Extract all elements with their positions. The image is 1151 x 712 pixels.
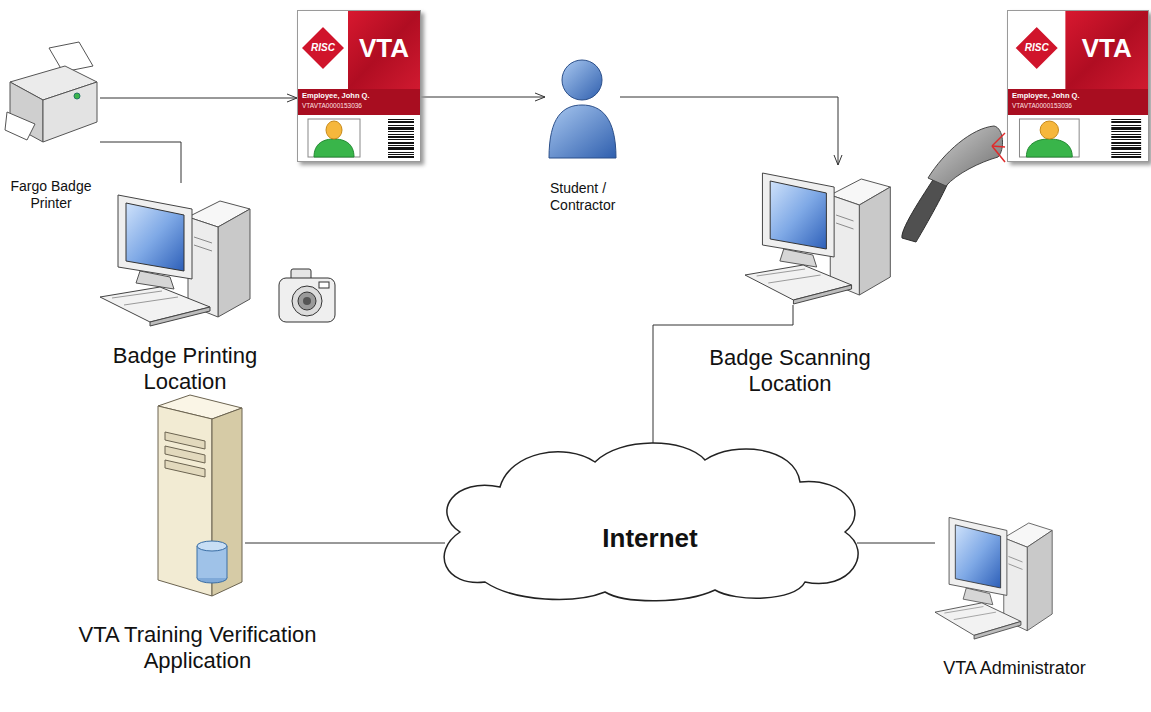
id-badge: RISC VTA Employee, John Q. VTAVTA0000153036 bbox=[1007, 10, 1149, 162]
cloud-label: Internet bbox=[425, 523, 875, 554]
holder-name: Employee, John Q. bbox=[302, 91, 416, 100]
icon bbox=[935, 510, 1060, 640]
location-label: Badge Scanning Location bbox=[700, 345, 880, 398]
id-badge: RISC VTA Employee, John Q. VTAVTA0000153036 bbox=[297, 10, 421, 162]
badge-number: VTAVTA0000153036 bbox=[302, 102, 416, 110]
icon bbox=[5, 40, 100, 160]
location-label: Badge Printing Location bbox=[90, 343, 280, 396]
server-icon: VTA Training Verification Application bbox=[150, 390, 245, 602]
badge-title: VTA bbox=[348, 33, 420, 64]
badge-title: VTA bbox=[1065, 33, 1148, 64]
holder-name: Employee, John Q. bbox=[1012, 91, 1144, 100]
logo-text: RISC bbox=[302, 42, 344, 54]
workstation: VTA Administrator bbox=[935, 510, 1060, 640]
person-icon: Student / Contractor bbox=[545, 55, 620, 160]
workstation: Badge Scanning Location bbox=[745, 165, 900, 305]
icon bbox=[745, 165, 900, 305]
connector bbox=[100, 98, 297, 99]
internet-cloud: Internet bbox=[425, 432, 875, 604]
printer-icon: Fargo Badge Printer bbox=[5, 40, 100, 160]
logo-text: RISC bbox=[1013, 42, 1061, 54]
role-label: Student / Contractor bbox=[550, 180, 632, 214]
connector bbox=[100, 142, 181, 183]
icon bbox=[150, 390, 245, 602]
connector bbox=[857, 543, 935, 544]
icon bbox=[95, 183, 340, 333]
icon bbox=[425, 432, 875, 604]
badge-number: VTAVTA0000153036 bbox=[1012, 102, 1144, 110]
connector bbox=[620, 97, 838, 165]
icon bbox=[545, 55, 620, 160]
device-label: Fargo Badge Printer bbox=[5, 178, 97, 212]
connector bbox=[245, 543, 445, 544]
workstation: Badge Printing Location bbox=[95, 183, 340, 333]
role-label: VTA Administrator bbox=[932, 658, 1097, 680]
application-label: VTA Training Verification Application bbox=[65, 622, 330, 675]
connector bbox=[421, 97, 545, 98]
